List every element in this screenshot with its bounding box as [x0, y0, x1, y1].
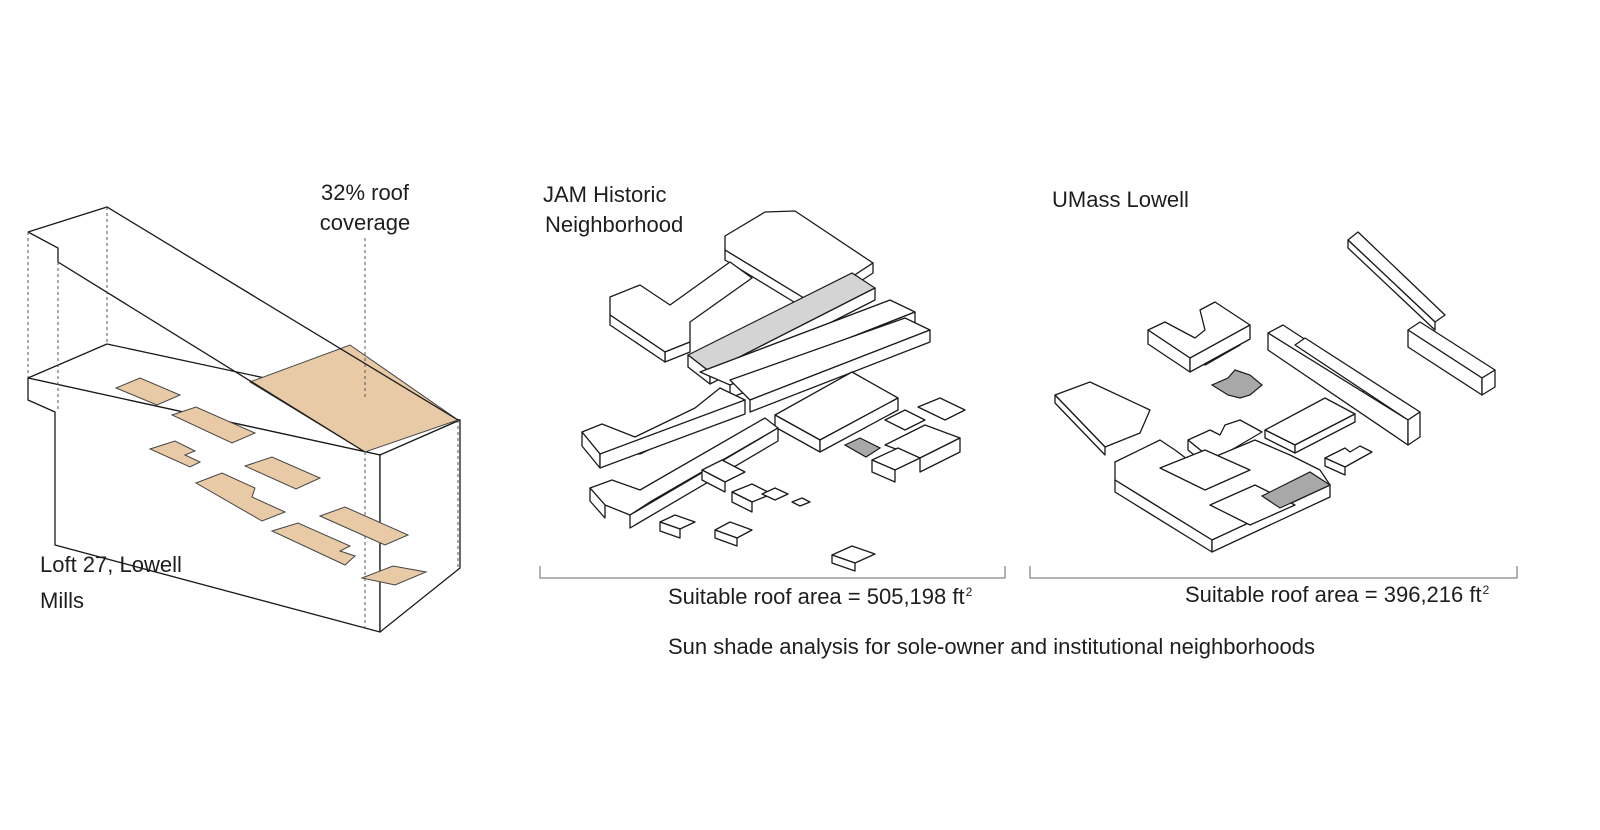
umass-area-text: Suitable roof area = 396,216 ft	[1185, 582, 1482, 607]
umass-diagram	[1029, 231, 1518, 579]
loft-coverage-line1: 32% roof	[320, 180, 410, 205]
loft-base-side	[379, 419, 461, 633]
jam-area-sup: 2	[965, 585, 973, 599]
jam-area-label: Suitable roof area = 505,198 ft2	[668, 584, 972, 610]
umass-suitable-roof	[1260, 471, 1332, 509]
umass-suitable-roof-small	[1210, 369, 1263, 399]
jam-area-text: Suitable roof area = 505,198 ft	[668, 584, 965, 609]
umass-title: UMass Lowell	[1052, 187, 1189, 212]
umass-building	[1147, 301, 1251, 373]
umass-area-label: Suitable roof area = 396,216 ft2	[1185, 582, 1489, 608]
jam-small-buildings	[659, 459, 876, 572]
jam-bracket	[539, 566, 1006, 579]
jam-title: JAM Historic Neighborhood	[543, 180, 683, 240]
jam-building	[581, 387, 746, 469]
jam-suitable-roof-small	[843, 437, 882, 458]
loft-volume-front-edge	[27, 231, 366, 453]
figure-caption: Sun shade analysis for sole-owner and in…	[668, 634, 1315, 659]
jam-building	[609, 261, 753, 363]
umass-building	[1264, 397, 1356, 454]
jam-building	[774, 371, 899, 453]
loft-coverage-line2: coverage	[319, 210, 411, 235]
loft-floor-footprints	[114, 377, 428, 586]
jam-title-line2: Neighborhood	[545, 212, 684, 237]
umass-building	[1267, 324, 1421, 446]
loft-name-line1: Loft 27, Lowell	[40, 552, 182, 577]
umass-area-sup: 2	[1482, 583, 1490, 597]
umass-building	[1054, 381, 1151, 456]
umass-bracket	[1029, 566, 1518, 579]
jam-building	[699, 299, 931, 413]
umass-building	[1324, 445, 1373, 476]
umass-building	[1114, 439, 1331, 553]
jam-neighborhood-diagram	[539, 210, 1006, 579]
loft-27-diagram	[27, 206, 461, 633]
jam-building	[871, 397, 966, 483]
loft-name-line2: Mills	[40, 588, 84, 613]
loft-coverage-label: 32% roof coverage	[290, 178, 440, 238]
loft-name-label: Loft 27, Lowell Mills	[40, 547, 182, 619]
umass-building	[1347, 231, 1496, 396]
jam-title-line1: JAM Historic	[543, 182, 667, 207]
